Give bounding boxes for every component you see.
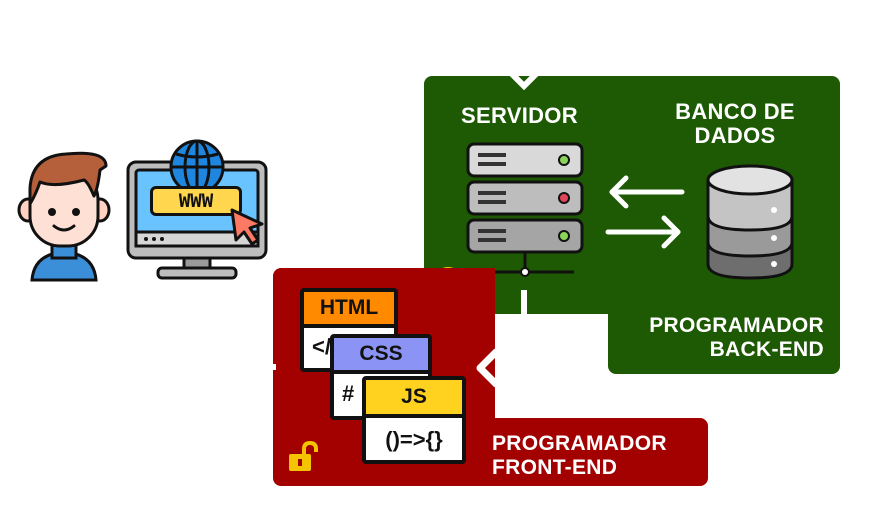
browser-address-pill: WWW	[150, 186, 242, 216]
lock-open-icon	[289, 440, 318, 471]
server-rack-icon	[466, 142, 584, 277]
html-card-code: </	[312, 334, 331, 359]
database-label-line2: DADOS	[694, 123, 776, 148]
front-end-role-tab	[460, 418, 708, 486]
arrow-right-icon	[605, 215, 681, 249]
back-end-role-label: PROGRAMADOR BACK-END	[614, 314, 824, 362]
server-label: SERVIDOR	[461, 103, 578, 128]
css-card-title: CSS	[334, 338, 428, 374]
database-icon	[706, 164, 794, 280]
connector-line	[521, 290, 527, 314]
cursor-icon	[230, 208, 264, 246]
database-label: BANCO DE DADOS	[668, 100, 802, 148]
front-end-role-line2: FRONT-END	[492, 456, 618, 479]
back-end-role-tab	[608, 290, 840, 374]
css-card-code: #	[342, 381, 355, 406]
database-label-line1: BANCO DE	[675, 99, 795, 124]
back-end-role-line1: PROGRAMADOR	[649, 314, 824, 337]
js-card-title: JS	[366, 380, 462, 418]
arrow-left-icon	[609, 175, 685, 209]
html-card-title: HTML	[304, 292, 394, 328]
back-end-role-line2: BACK-END	[709, 338, 824, 361]
front-end-role-line1: PROGRAMADOR	[492, 432, 667, 455]
js-card: JS ()=>{}	[362, 376, 466, 464]
user-avatar-icon	[17, 151, 111, 282]
connector-dot	[270, 364, 276, 370]
front-end-role-label: PROGRAMADOR FRONT-END	[492, 432, 667, 480]
arrow-up-icon	[509, 71, 539, 90]
arrow-left-icon	[476, 348, 500, 388]
js-card-code: ()=>{}	[385, 427, 443, 452]
